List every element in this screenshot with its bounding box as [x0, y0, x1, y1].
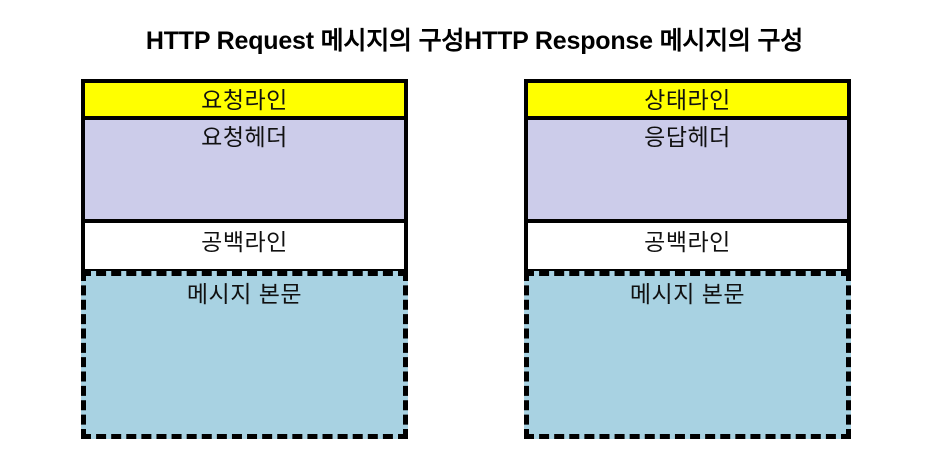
response-blank-line-label: 공백라인: [644, 229, 731, 255]
response-header-label: 응답헤더: [644, 124, 731, 150]
response-diagram-title: HTTP Response 메시지의 구성: [464, 27, 804, 55]
diagram-titles: HTTP Request 메시지의 구성 HTTP Response 메시지의 …: [0, 26, 949, 64]
response-header-box: 응답헤더: [524, 120, 851, 223]
response-blank-line-box: 공백라인: [524, 223, 851, 273]
http-request-message-structure-diagram: 요청라인 요청헤더 공백라인 메시지 본문: [81, 79, 408, 439]
request-header-box: 요청헤더: [81, 120, 408, 223]
response-message-body-label: 메시지 본문: [629, 281, 746, 307]
status-line-label: 상태라인: [644, 86, 731, 113]
status-line-box: 상태라인: [524, 79, 851, 120]
request-line-box: 요청라인: [81, 79, 408, 120]
request-line-label: 요청라인: [201, 86, 288, 113]
request-blank-line-label: 공백라인: [201, 229, 288, 255]
http-response-message-structure-diagram: 상태라인 응답헤더 공백라인 메시지 본문: [524, 79, 851, 439]
request-blank-line-box: 공백라인: [81, 223, 408, 273]
request-header-label: 요청헤더: [201, 124, 288, 150]
request-diagram-title: HTTP Request 메시지의 구성: [145, 27, 465, 55]
request-message-body-box: 메시지 본문: [81, 271, 408, 439]
request-message-body-label: 메시지 본문: [186, 281, 303, 307]
response-message-body-box: 메시지 본문: [524, 271, 851, 439]
